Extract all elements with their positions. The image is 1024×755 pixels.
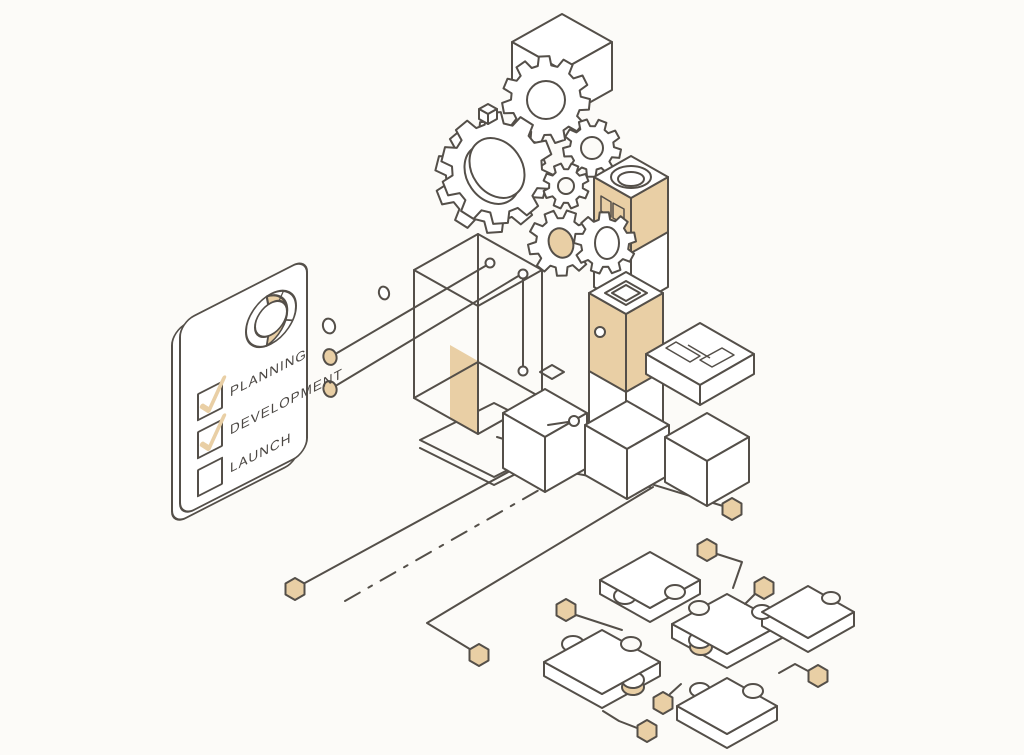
checklist-card: PLANNING DEVELOPMENT LAUNCH xyxy=(171,262,343,521)
hexagon-node xyxy=(284,577,306,601)
puzzle-pieces xyxy=(543,551,855,749)
puzzle-piece-4 xyxy=(751,585,855,653)
cube-accent-stripe xyxy=(450,345,478,434)
connector-dots xyxy=(321,257,565,398)
tiny-cube xyxy=(478,103,498,125)
hexagon-node xyxy=(636,719,658,743)
hexagon-node xyxy=(753,576,775,600)
hexagon-node xyxy=(807,664,829,688)
wireframe-cube xyxy=(413,233,543,435)
checkmark-icon xyxy=(199,413,227,452)
gear-cluster xyxy=(434,55,622,277)
hexagon-node xyxy=(652,691,674,715)
hexagon-node xyxy=(555,598,577,622)
hexagon-node xyxy=(468,643,490,667)
base-cubes xyxy=(502,388,750,507)
progress-donut xyxy=(245,289,297,349)
small-diamond xyxy=(539,364,565,380)
puzzle-piece-1 xyxy=(599,551,701,623)
puzzle-piece-5 xyxy=(676,677,778,749)
hexagon-network xyxy=(284,497,829,743)
hexagon-node xyxy=(696,538,718,562)
puzzle-piece-2 xyxy=(543,629,661,709)
checkmark-icon xyxy=(199,375,227,414)
checkbox xyxy=(197,456,223,498)
base-cube-middle xyxy=(584,400,670,500)
base-cube-right xyxy=(664,412,750,507)
base-cube-left xyxy=(502,388,588,493)
hexagon-node xyxy=(721,497,743,521)
grooved-platform xyxy=(645,322,755,406)
